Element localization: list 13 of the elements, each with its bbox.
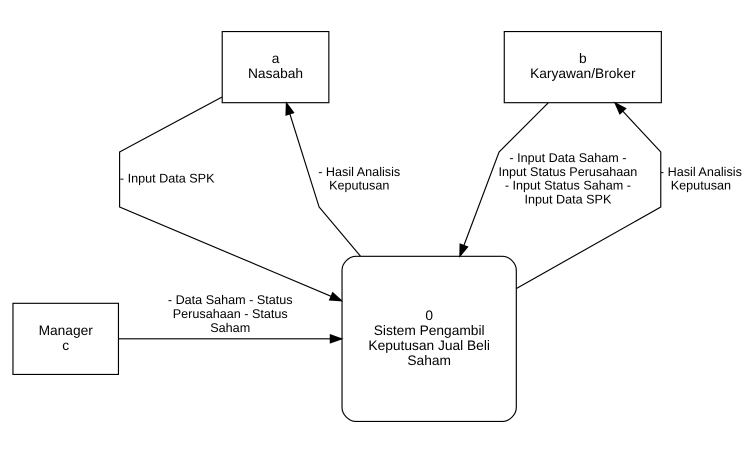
node-box: 0 Sistem Pengambil Keputusan Jual Beli Saham <box>341 255 517 422</box>
edge-label: - Data Saham - Status Perusahaan - Status Saham <box>168 292 293 334</box>
arrow <box>119 96 344 301</box>
node-box: Manager c <box>12 302 120 374</box>
edge-label: - Input Data Saham - Input Status Perusahaan - Input Status Saham - Input Data SPK <box>498 150 638 206</box>
edge-label: - Input Data SPK <box>120 171 214 186</box>
node-box: a Nasabah <box>222 30 330 103</box>
arrow <box>516 101 662 288</box>
arrow <box>285 100 361 256</box>
arrow <box>118 334 344 344</box>
arrow <box>459 102 549 258</box>
node-box: b Karyawan/Broker <box>504 30 662 103</box>
edge-label: - Hasil Analisis Keputusan <box>318 164 400 192</box>
